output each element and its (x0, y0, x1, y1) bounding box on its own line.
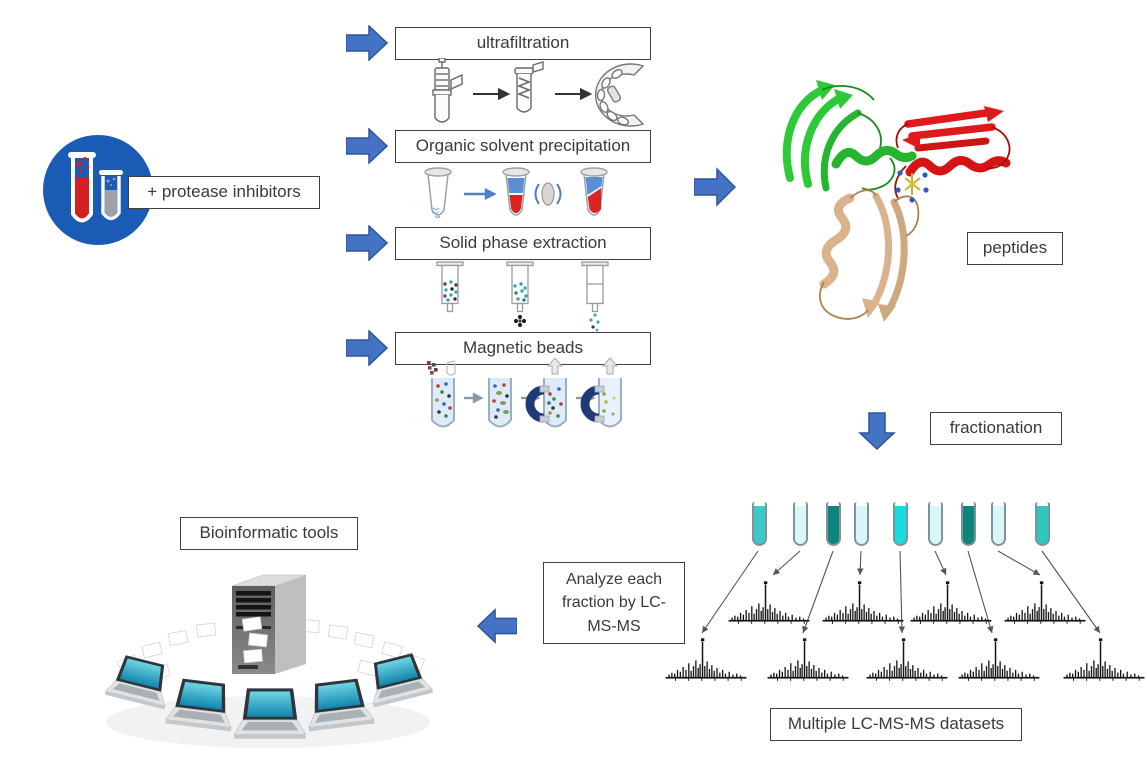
flow-arrow-right-icon (346, 25, 388, 61)
analyze-label: Analyze each fraction by LC-MS-MS (543, 562, 685, 644)
method-box-organic-solvent: Organic solvent precipitation (395, 130, 651, 163)
method-label: Organic solvent precipitation (415, 136, 631, 156)
fractionation-text: fractionation (949, 418, 1043, 438)
fraction-tube (893, 502, 908, 546)
fraction-tube (991, 502, 1006, 546)
peptides-text: peptides (982, 238, 1048, 258)
flow-arrow-right-icon (694, 167, 736, 207)
peptides-label: peptides (967, 232, 1063, 265)
method-label: ultrafiltration (476, 33, 570, 53)
ms-spectrum-icons (665, 581, 1145, 681)
flow-arrow-right-icon (346, 128, 388, 164)
fraction-tube (793, 502, 808, 546)
magnetic-beads-illustration (427, 357, 622, 428)
protease-inhibitors-label: + protease inhibitors (128, 176, 320, 209)
fraction-tube (961, 502, 976, 546)
sample-tubes-icon (43, 135, 153, 245)
flow-arrow-left-icon (477, 608, 517, 644)
peptides-protein-illustration (782, 80, 1011, 322)
method-box-solid-phase: Solid phase extraction (395, 227, 651, 260)
datasets-label: Multiple LC-MS-MS datasets (770, 708, 1022, 741)
method-label: Magnetic beads (462, 338, 584, 358)
fraction-tube (826, 502, 841, 546)
protease-inhibitors-text: + protease inhibitors (147, 182, 301, 202)
solid-phase-illustration (436, 261, 609, 332)
fraction-tube (854, 502, 869, 546)
analyze-text: Analyze each fraction by LC-MS-MS (561, 571, 667, 635)
tube-to-spectrum-arrows (701, 550, 1101, 634)
bioinformatics-label: Bioinformatic tools (180, 517, 358, 550)
fractionation-label: fractionation (930, 412, 1062, 445)
fraction-tube (752, 502, 767, 546)
flow-arrow-down-icon (858, 412, 896, 450)
lcms-spectra-overlay (665, 550, 1145, 681)
ultrafiltration-illustration (432, 58, 645, 127)
fraction-tube-row (750, 502, 1055, 550)
method-box-ultrafiltration: ultrafiltration (395, 27, 651, 60)
flow-arrow-right-icon (346, 225, 388, 261)
ligand-icon (895, 170, 929, 203)
method-label: Solid phase extraction (439, 233, 607, 253)
fraction-tube (928, 502, 943, 546)
bioinformatics-text: Bioinformatic tools (199, 523, 339, 543)
organic-solvent-illustration (424, 167, 608, 219)
flow-arrow-right-icon (346, 330, 388, 366)
datasets-text: Multiple LC-MS-MS datasets (787, 714, 1005, 734)
fraction-tube (1035, 502, 1050, 546)
bioinformatics-illustration (104, 574, 434, 748)
